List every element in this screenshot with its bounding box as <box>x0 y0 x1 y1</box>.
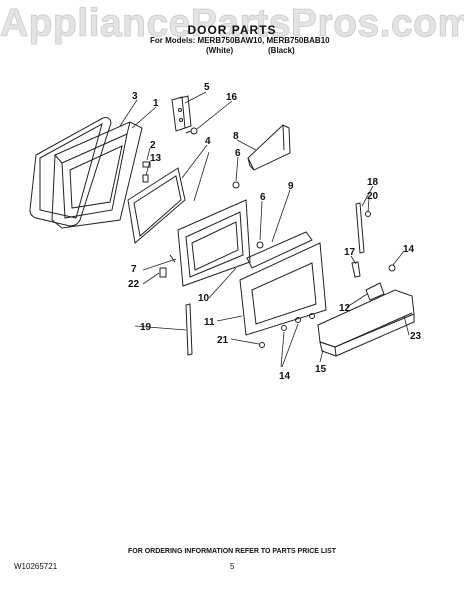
part-22 <box>159 267 167 278</box>
callout-1: 1 <box>153 98 159 109</box>
color-black-label: (Black) <box>268 46 295 55</box>
part-outer-glass <box>246 231 313 269</box>
part-screw-6b <box>256 241 264 249</box>
document-number: W10265721 <box>14 562 58 571</box>
callout-12: 12 <box>339 303 351 314</box>
callout-6-top: 6 <box>235 148 241 159</box>
color-white-label: (White) <box>206 46 234 55</box>
part-screw-14c <box>295 317 301 323</box>
part-2 <box>142 161 151 168</box>
part-door-frame <box>177 199 251 287</box>
callout-6-mid: 6 <box>260 192 266 203</box>
watermark-text: AppliancePartsPros.com <box>0 2 464 46</box>
part-outer-door-panel <box>239 242 327 336</box>
part-7 <box>169 254 176 263</box>
callout-22: 22 <box>128 279 140 290</box>
callout-16: 16 <box>226 92 238 103</box>
leader-lines <box>119 91 410 368</box>
callout-5: 5 <box>204 82 210 93</box>
callout-4: 4 <box>205 136 211 147</box>
callout-18: 18 <box>367 177 379 188</box>
callout-8: 8 <box>233 131 239 142</box>
callout-11: 11 <box>204 317 215 328</box>
part-screw-6a <box>232 181 240 189</box>
part-screw-16 <box>185 127 198 135</box>
page-title: DOOR PARTS <box>187 23 277 37</box>
callout-3: 3 <box>132 91 138 102</box>
callout-15: 15 <box>315 364 327 375</box>
part-13 <box>142 174 149 183</box>
part-side-trim-18 <box>355 202 365 254</box>
ordering-note: FOR ORDERING INFORMATION REFER TO PARTS … <box>127 548 337 555</box>
callout-14-bottom: 14 <box>279 371 291 382</box>
part-hinge-bracket <box>171 95 192 132</box>
page-number: 5 <box>230 562 235 571</box>
part-door-gasket <box>29 117 112 227</box>
callout-2: 2 <box>150 140 156 151</box>
part-screw-14 <box>388 264 396 272</box>
callout-20: 20 <box>367 191 379 202</box>
callout-23: 23 <box>410 331 422 342</box>
part-screw-21 <box>259 342 265 348</box>
callout-9: 9 <box>288 181 294 192</box>
part-inner-door-panel <box>51 121 143 229</box>
part-side-trim-19 <box>185 303 193 356</box>
part-vent-duct <box>247 124 291 171</box>
part-door-handle <box>317 289 415 357</box>
callout-14-right: 14 <box>403 244 415 255</box>
part-clip-17 <box>351 261 361 278</box>
callout-7: 7 <box>131 264 137 275</box>
callout-21: 21 <box>217 335 229 346</box>
callout-10: 10 <box>198 293 210 304</box>
part-screw-20 <box>365 211 371 217</box>
callout-19: 19 <box>140 322 152 333</box>
part-inner-glass <box>127 167 186 244</box>
callout-17: 17 <box>344 247 356 258</box>
callout-13: 13 <box>150 153 162 164</box>
part-screw-14b <box>281 325 287 331</box>
part-bracket-12 <box>365 282 385 301</box>
model-numbers: For Models: MERB750BAW10, MERB750BAB10 <box>150 36 330 45</box>
part-screw-14d <box>309 313 315 319</box>
